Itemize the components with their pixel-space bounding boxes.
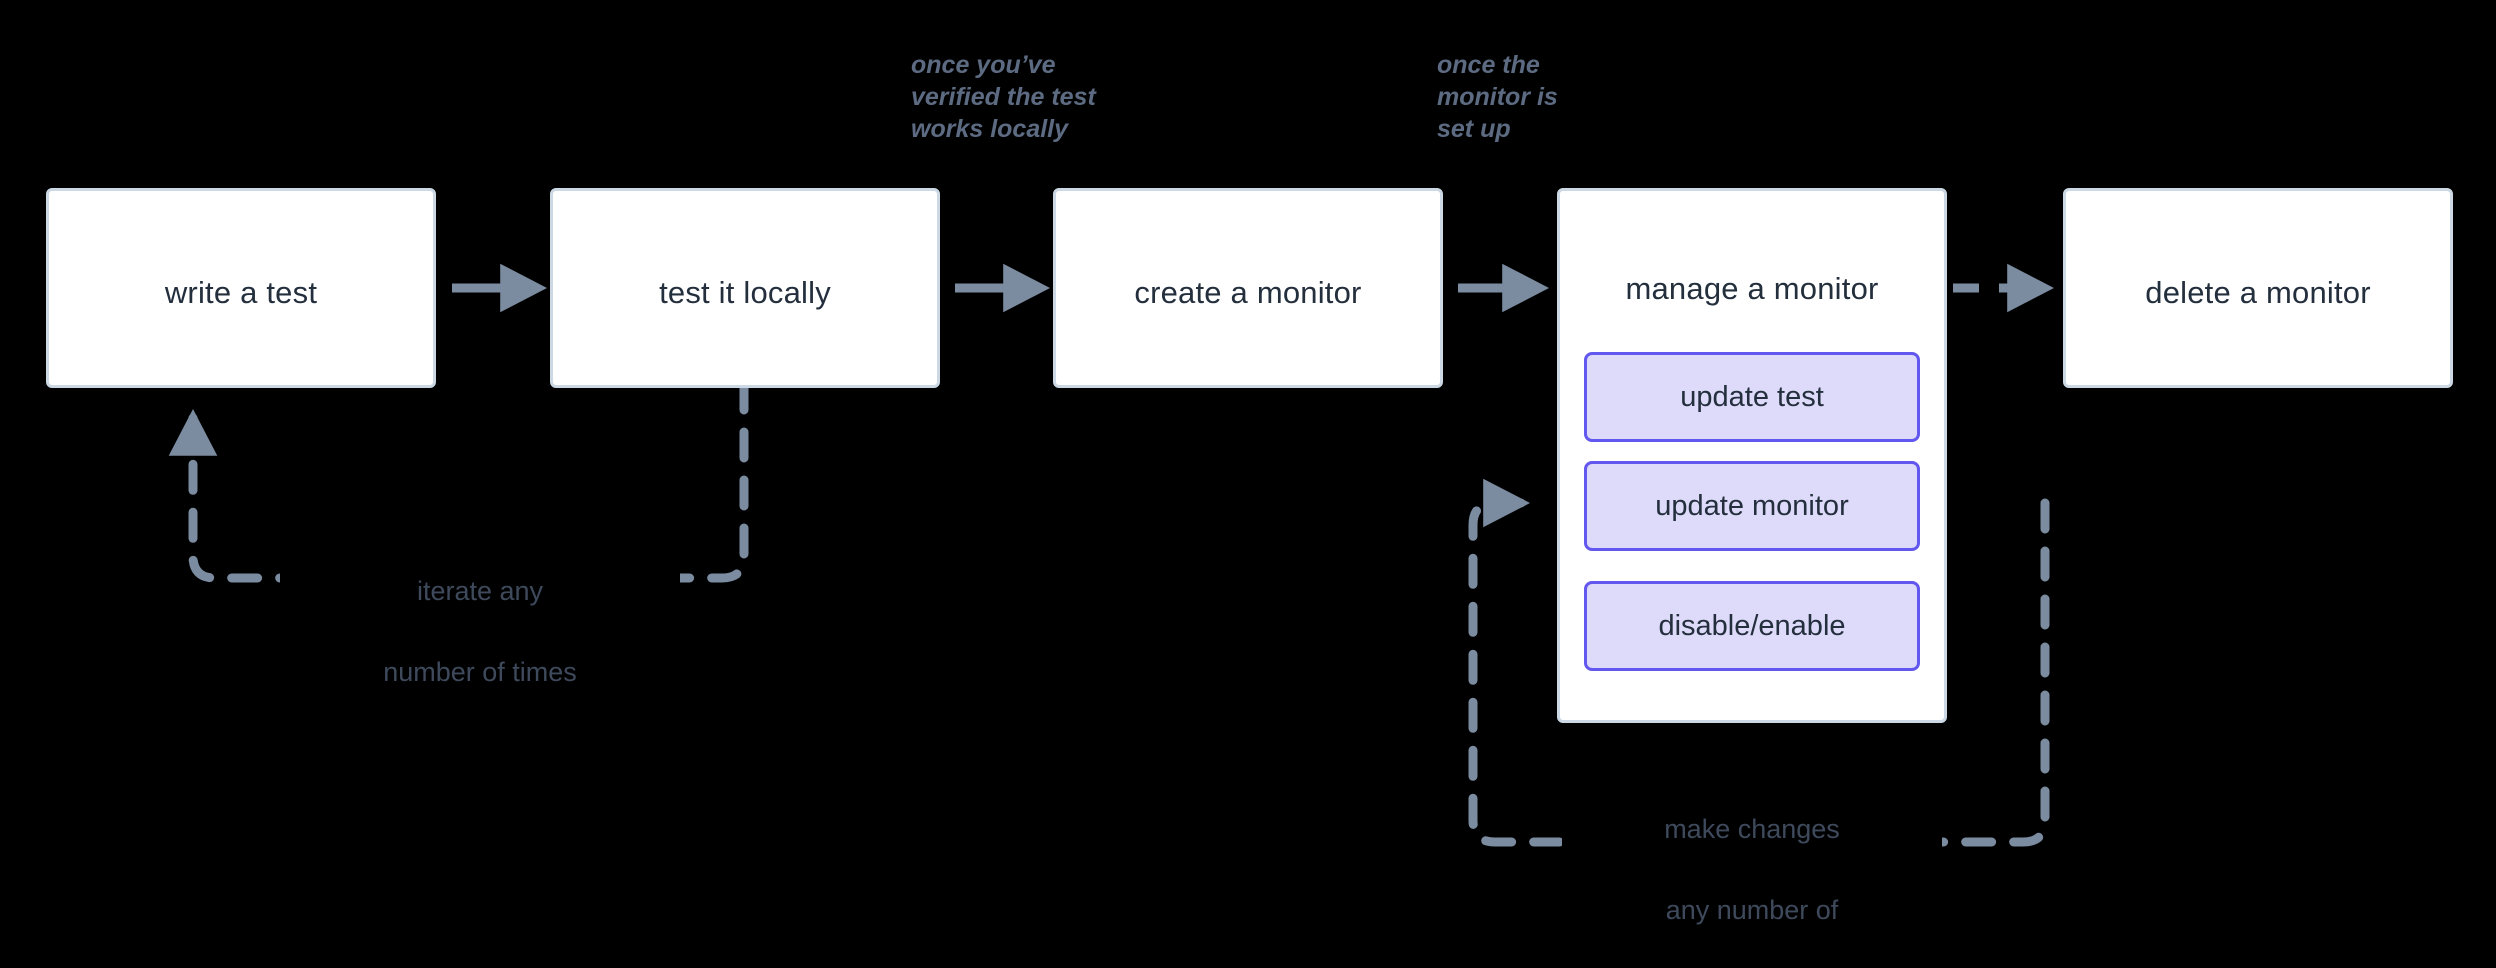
node-create-a-monitor[interactable]: create a monitor bbox=[1053, 188, 1443, 388]
node-write-a-test[interactable]: write a test bbox=[46, 188, 436, 388]
node-label-delete-a-monitor: delete a monitor bbox=[2145, 275, 2371, 310]
loop-label-line-1: iterate any bbox=[416, 575, 544, 606]
node-label-manage-a-monitor: manage a monitor bbox=[1625, 271, 1879, 306]
node-label-test-it-locally: test it locally bbox=[659, 275, 831, 310]
note-once-monitor-is-set-up: once the monitor is set up bbox=[1437, 51, 1558, 143]
subnode-update-monitor[interactable]: update monitor bbox=[1584, 461, 1920, 551]
node-label-create-a-monitor: create a monitor bbox=[1134, 275, 1362, 310]
loop-label-iterate-any-number-of-times: iterate any number of times bbox=[280, 528, 680, 735]
loop-label-line-2: any number of bbox=[1562, 889, 1942, 930]
subnode-label-update-test: update test bbox=[1680, 380, 1824, 413]
subnode-label-update-monitor: update monitor bbox=[1655, 489, 1849, 522]
node-test-it-locally[interactable]: test it locally bbox=[550, 188, 940, 388]
loop-label-make-changes-any-number-of-times: make changes any number of times bbox=[1562, 768, 1942, 968]
subnode-update-test[interactable]: update test bbox=[1584, 352, 1920, 442]
node-label-write-a-test: write a test bbox=[164, 275, 318, 310]
subnode-disable-enable[interactable]: disable/enable bbox=[1584, 581, 1920, 671]
loop-label-line-1: make changes bbox=[1562, 808, 1942, 849]
node-manage-a-monitor[interactable]: manage a monitor update test update moni… bbox=[1557, 188, 1947, 723]
loop-label-line-2: number of times bbox=[383, 656, 577, 687]
node-delete-a-monitor[interactable]: delete a monitor bbox=[2063, 188, 2453, 388]
subnode-label-disable-enable: disable/enable bbox=[1658, 609, 1846, 642]
note-verified-test-works-locally: once you’ve verified the test works loca… bbox=[911, 51, 1096, 143]
